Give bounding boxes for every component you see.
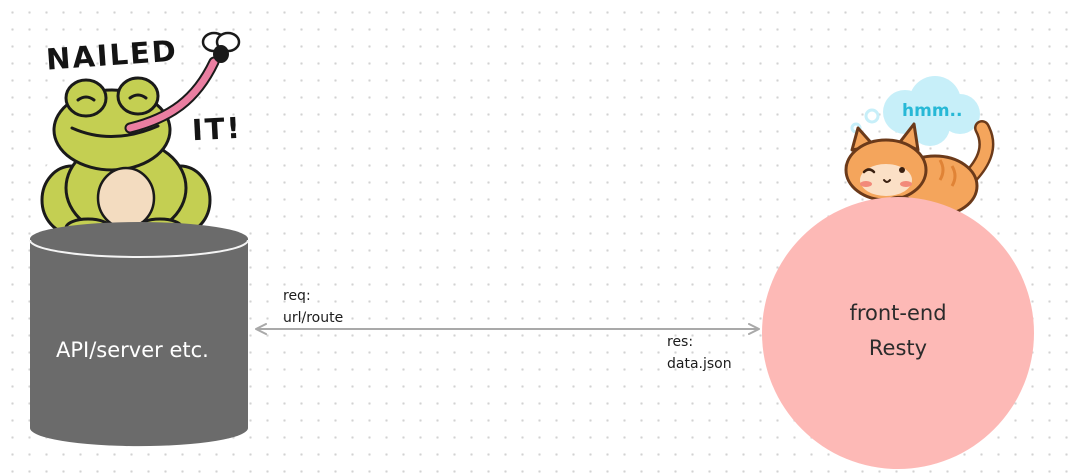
frontend-label: front-end Resty (798, 296, 998, 366)
response-label: res: data.json (667, 331, 732, 375)
cat-thought-text: hmm.. (902, 101, 963, 121)
request-label-line1: req: (283, 288, 311, 304)
frontend-label-line2: Resty (868, 336, 928, 360)
frontend-circle (762, 197, 1034, 469)
server-cylinder (29, 222, 249, 447)
cat-sticker (844, 76, 995, 218)
frontend-label-line1: front-end (849, 301, 947, 325)
frog-caption-it: IT! (191, 110, 243, 148)
request-label-line2: url/route (283, 310, 344, 326)
thought-bubble (850, 76, 980, 146)
frog-sticker (36, 31, 241, 248)
request-label: req: url/route (283, 285, 343, 329)
response-label-line1: res: (667, 334, 694, 350)
response-label-line2: data.json (667, 356, 732, 372)
server-label: API/server etc. (56, 338, 209, 362)
